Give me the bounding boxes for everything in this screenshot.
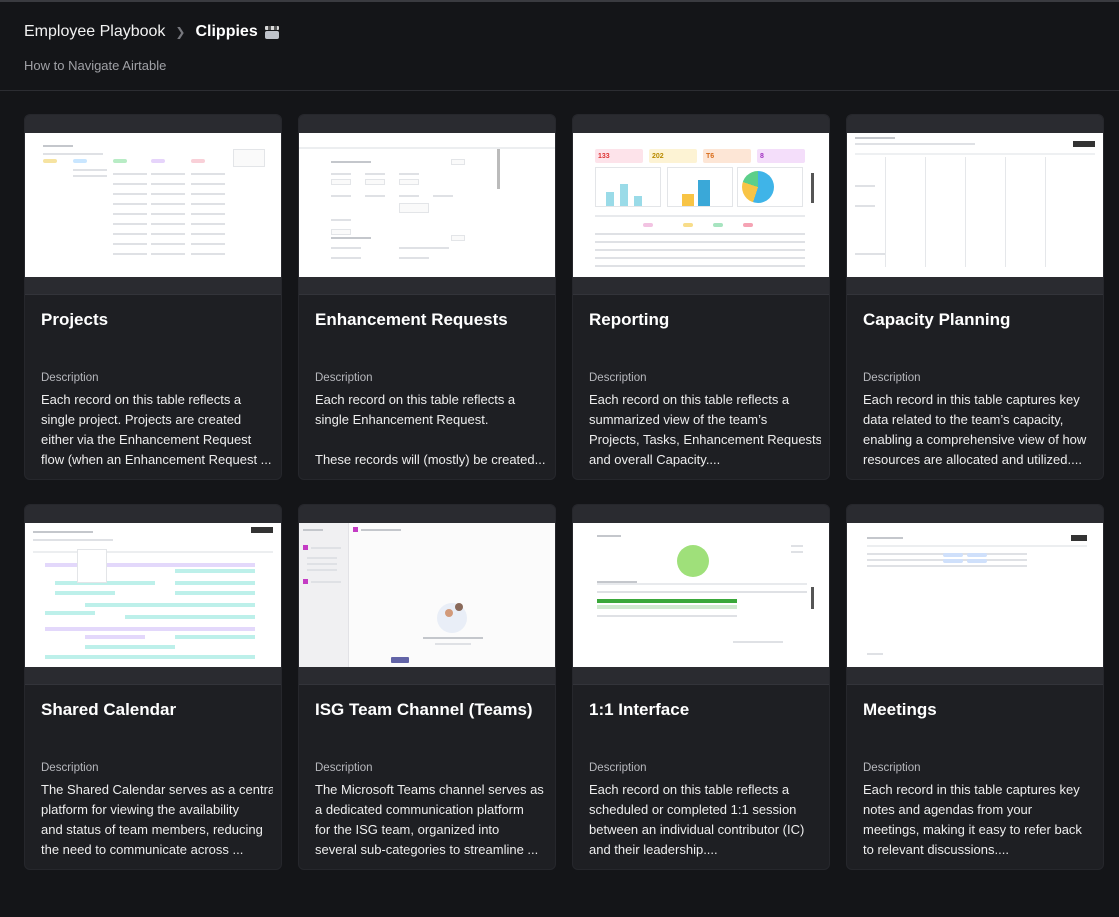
card-thumbnail [847,523,1103,667]
card-top-strip [847,115,1103,133]
card-top-strip [299,505,555,523]
card-thumbnail [25,523,281,667]
card-meetings[interactable]: Meetings Description Each record in this… [846,504,1104,870]
clapperboard-icon [264,25,279,39]
chevron-right-icon: ❯ [175,25,186,39]
card-title: Projects [41,310,109,329]
card-top-strip [299,115,555,133]
description-label: Description [41,372,99,384]
card-title: Meetings [863,700,937,719]
description-label: Description [315,762,373,774]
description-label: Description [589,372,647,384]
card-thumbnail-bar [25,667,281,685]
card-top-strip [573,505,829,523]
breadcrumb-current: Clippies [195,23,258,40]
card-title: ISG Team Channel (Teams) [315,700,533,719]
top-border [0,0,1119,2]
page-header: Employee Playbook ❯ Clippies How to Navi… [0,2,1119,91]
card-thumbnail-bar [299,667,555,685]
card-top-strip [847,505,1103,523]
kpi-value: T6 [706,153,715,160]
card-thumbnail-bar [847,277,1103,295]
card-thumbnail [847,133,1103,277]
kpi-value: 8 [760,153,764,160]
card-thumbnail-bar [573,667,829,685]
card-thumbnail-bar [25,277,281,295]
card-thumbnail [573,523,829,667]
card-capacity-planning[interactable]: Capacity Planning Description Each recor… [846,114,1104,480]
card-title: Enhancement Requests [315,310,508,329]
card-thumbnail [25,133,281,277]
card-isg-team-channel[interactable]: ISG Team Channel (Teams) Description The… [298,504,556,870]
description-label: Description [41,762,99,774]
card-thumbnail [299,133,555,277]
card-title: Shared Calendar [41,700,177,719]
card-title: Reporting [589,310,670,329]
kpi-value: 202 [652,153,664,160]
kpi-value: 133 [598,153,610,160]
card-enhancement-requests[interactable]: Enhancement Requests Description Each re… [298,114,556,480]
card-title: Capacity Planning [863,310,1011,329]
description-label: Description [315,372,373,384]
card-thumbnail-bar [573,277,829,295]
card-top-strip [573,115,829,133]
card-title: 1:1 Interface [589,700,690,719]
card-thumbnail: 133 202 T6 8 [573,133,829,277]
description-label: Description [863,372,921,384]
card-thumbnail-bar [847,667,1103,685]
card-thumbnail [299,523,555,667]
card-reporting[interactable]: 133 202 T6 8 [572,114,830,480]
card-projects[interactable]: Projects Description Each record on this… [24,114,282,480]
page-subtitle: How to Navigate Airtable [24,58,167,73]
description-label: Description [863,762,921,774]
card-top-strip [25,505,281,523]
description-label: Description [589,762,647,774]
breadcrumb: Employee Playbook ❯ Clippies [24,23,279,41]
breadcrumb-root-link[interactable]: Employee Playbook [24,23,166,40]
card-one-on-one-interface[interactable]: 1:1 Interface Description Each record on… [572,504,830,870]
card-shared-calendar[interactable]: Shared Calendar Description The Shared C… [24,504,282,870]
card-top-strip [25,115,281,133]
card-thumbnail-bar [299,277,555,295]
